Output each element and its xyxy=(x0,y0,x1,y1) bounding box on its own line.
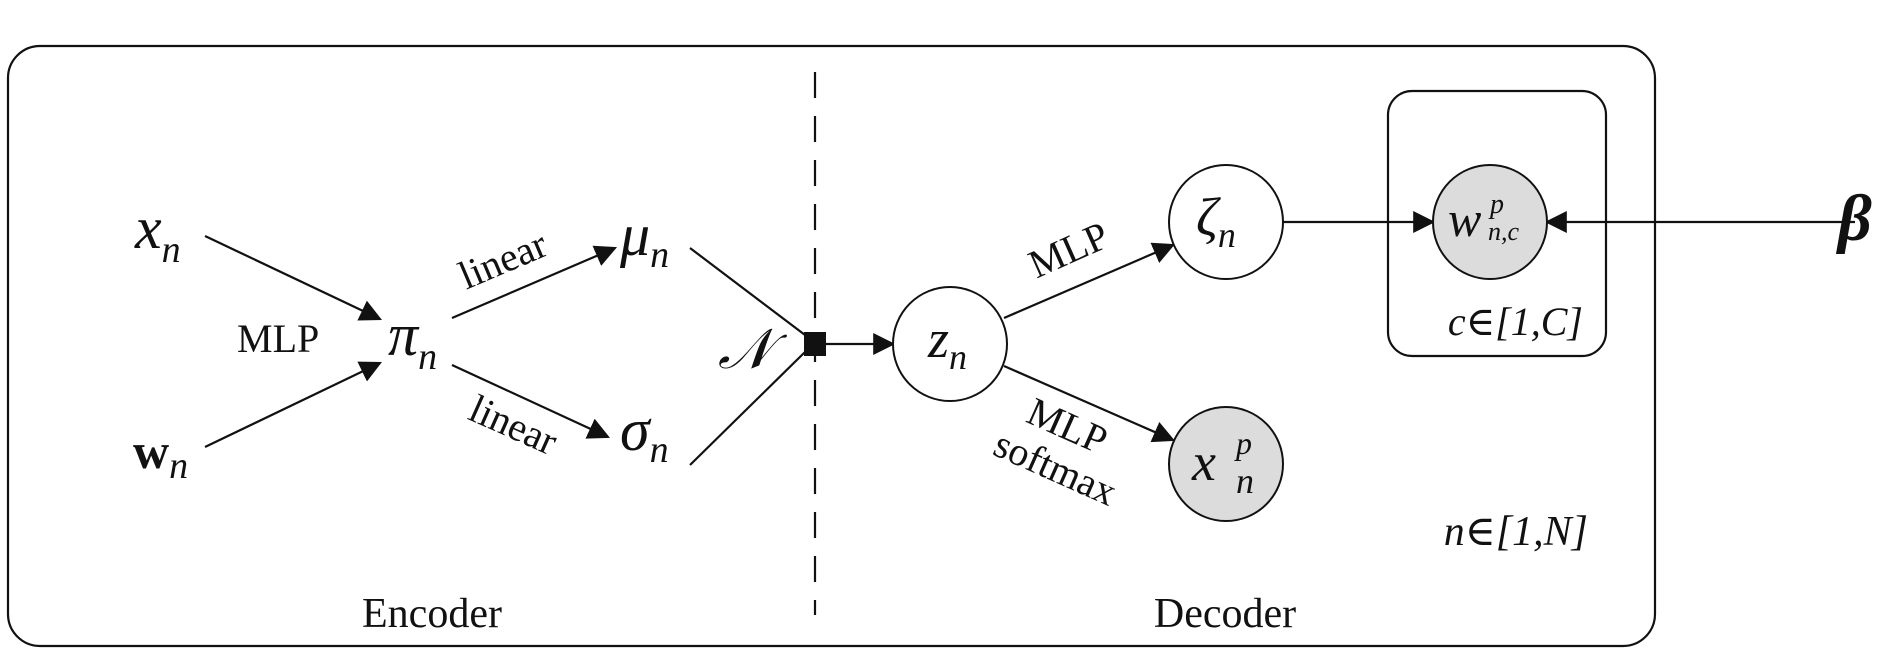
w-label: wn xyxy=(133,423,188,487)
mlp-input-label: MLP xyxy=(237,316,319,361)
wp-label: w xyxy=(1448,191,1481,247)
zeta-node xyxy=(1168,164,1284,280)
edge-pi-to-sigma xyxy=(451,364,610,439)
sigma-label: σn xyxy=(620,397,669,471)
x-label: xn xyxy=(134,195,181,271)
factor-node xyxy=(804,332,826,356)
edge-z-to-zeta xyxy=(1003,242,1176,320)
wp-node xyxy=(1432,164,1548,280)
xp-sup: p xyxy=(1234,425,1252,461)
outer-plate xyxy=(6,44,1657,648)
pi-label: πn xyxy=(388,302,437,378)
normal-label: 𝒩 xyxy=(718,319,788,381)
wp-sup: p xyxy=(1488,189,1504,220)
mu-label: μn xyxy=(619,202,669,276)
xp-node xyxy=(1168,406,1284,522)
edge-x-to-pi xyxy=(204,235,382,321)
z-label: zn xyxy=(927,309,967,377)
xp-sub: n xyxy=(1236,461,1254,501)
wp-sub: n,c xyxy=(1488,217,1520,246)
zeta-label: ζn xyxy=(1196,187,1236,255)
encoder-label: Encoder xyxy=(362,591,502,637)
linear-bottom-label: linear xyxy=(463,386,564,464)
edge-w-to-pi xyxy=(204,361,382,448)
outer-plate-label: n∈[1,N] xyxy=(1444,509,1588,555)
beta-label: β xyxy=(1835,182,1872,255)
edge-pi-to-mu xyxy=(451,245,618,320)
z-node xyxy=(892,286,1008,402)
edge-mu-to-factor xyxy=(689,247,806,336)
inner-plate xyxy=(1386,89,1608,358)
inner-plate-label: c∈[1,C] xyxy=(1448,299,1583,344)
xp-label: x xyxy=(1191,432,1216,492)
decoder-label: Decoder xyxy=(1154,591,1296,637)
edge-z-to-xp xyxy=(1003,364,1176,443)
linear-top-label: linear xyxy=(452,221,553,298)
edge-sigma-to-factor xyxy=(689,351,806,466)
